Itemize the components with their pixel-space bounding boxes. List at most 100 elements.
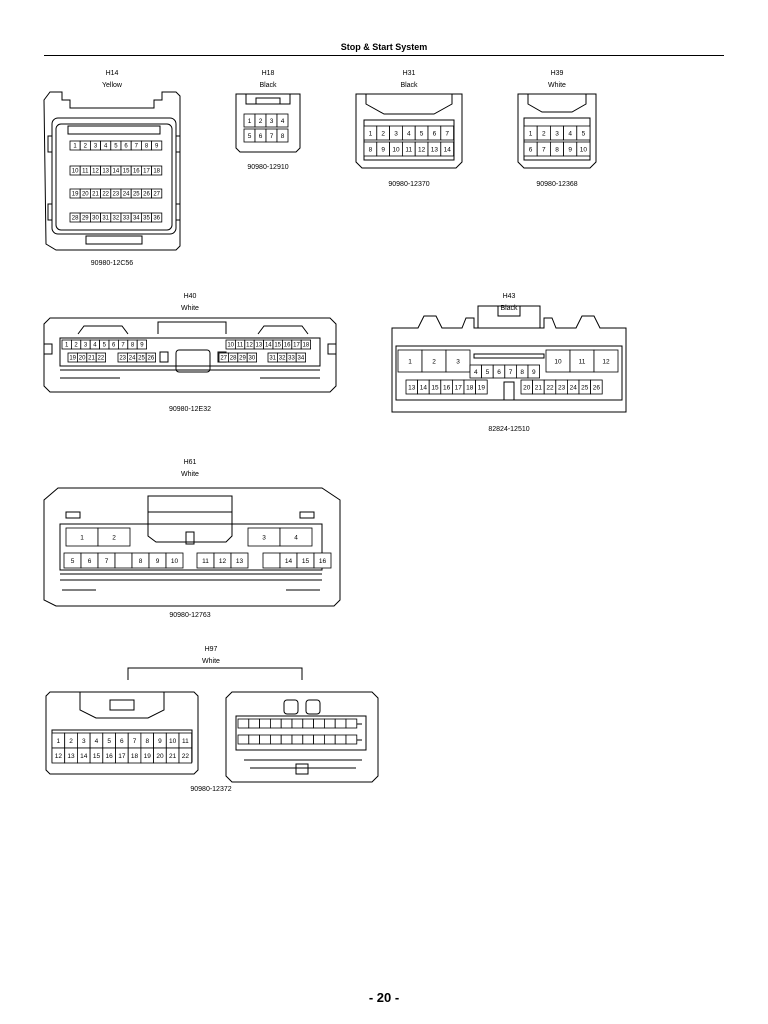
h97-pin-label: 2 — [69, 738, 73, 745]
connector-h43-color: Black — [500, 305, 518, 312]
h40-pin-label: 7 — [121, 343, 125, 349]
h40-pin-label: 10 — [227, 343, 234, 349]
h31-pin-label: 1 — [369, 130, 373, 137]
h14-pin-label: 25 — [133, 192, 140, 198]
h40-pin-cell — [95, 352, 106, 363]
h61-pin-label: 4 — [294, 534, 298, 541]
h14-pin-cell — [151, 140, 163, 151]
h14-pin-label: 21 — [92, 192, 99, 198]
h40-pin-label: 30 — [249, 356, 256, 362]
h31-pin-label: 2 — [381, 130, 385, 137]
h14-pin-label: 10 — [72, 169, 79, 175]
h18-pin-label: 4 — [281, 118, 285, 125]
h43-pin-label: 10 — [554, 358, 562, 365]
h61-pin-cell — [230, 552, 249, 569]
h97-rear-cavity-cell — [269, 718, 282, 729]
h40-pin-label: 16 — [284, 343, 291, 349]
connector-h31-part: 90980-12370 — [388, 181, 430, 188]
h43-pin-label: 25 — [581, 384, 589, 391]
h43-pin-cell — [445, 349, 471, 373]
h40-pin-label: 13 — [256, 343, 263, 349]
h43-pin-label: 20 — [523, 384, 531, 391]
h39-pin-label: 1 — [529, 130, 533, 137]
h39-pin-cell — [576, 141, 591, 157]
h14-pin-cell — [151, 165, 163, 176]
h31-pin-label: 8 — [369, 146, 373, 153]
h97-rear-cavity-cell — [237, 734, 250, 745]
h31-pin-label: 10 — [392, 146, 400, 153]
h97-pin-label: 18 — [131, 753, 139, 760]
h43-pin-label: 26 — [593, 384, 601, 391]
connector-h43-part: 82824-12510 — [488, 426, 530, 433]
page-number: - 20 - — [368, 990, 400, 1005]
h31-pin-cell — [440, 141, 454, 157]
h97-rear-cavity-cell — [313, 718, 325, 729]
h43-pin-label: 17 — [455, 384, 463, 391]
h43-pin-label: 22 — [546, 384, 554, 391]
h39-pin-label: 10 — [580, 146, 588, 153]
h40-pin-label: 24 — [129, 356, 136, 362]
h97-rear-cavity-cell — [269, 734, 282, 745]
h18-pin-cell — [276, 128, 289, 143]
h40-pin-label: 21 — [88, 356, 95, 362]
h39-pin-label: 9 — [568, 146, 572, 153]
h40-pin-label: 1 — [65, 343, 69, 349]
connector-h40-part: 90980-12E32 — [168, 406, 212, 413]
h40-pin-cell — [295, 352, 307, 363]
h97-rear-cavity-cell — [345, 734, 358, 745]
h14-pin-label: 8 — [145, 144, 149, 150]
h61-pin-cell — [165, 552, 184, 569]
h97-rear-cavity-cell — [237, 718, 250, 729]
h97-pin-cell — [178, 747, 193, 764]
h40-pin-label: 11 — [237, 343, 244, 349]
h97-pin-label: 21 — [169, 753, 177, 760]
h14-pin-label: 14 — [113, 169, 120, 175]
h18-pin-label: 6 — [259, 133, 263, 140]
h43-pin-label: 15 — [431, 384, 439, 391]
h18-pin-label: 5 — [248, 133, 252, 140]
h97-rear-cavity-cell — [280, 718, 293, 729]
h31-pin-label: 13 — [431, 146, 439, 153]
h97-rear-cavity-cell — [291, 718, 304, 729]
h18-pin-label: 2 — [259, 118, 263, 125]
h40-pin-label: 18 — [303, 343, 310, 349]
h14-pin-label: 13 — [102, 169, 109, 175]
h40-pin-label: 23 — [119, 356, 126, 362]
h97-pin-label: 1 — [57, 738, 61, 745]
h97-pin-label: 10 — [169, 738, 177, 745]
h97-pin-label: 6 — [120, 738, 124, 745]
h97-rear-cavity-cell — [302, 734, 314, 745]
h61-pin-label: 14 — [285, 558, 293, 565]
h61-pin-label: 9 — [156, 558, 160, 565]
h40-pin-label: 17 — [293, 343, 300, 349]
h61-pin-label: 15 — [302, 558, 310, 565]
h39-pin-label: 8 — [555, 146, 559, 153]
h31-pin-label: 9 — [381, 146, 385, 153]
h14-pin-label: 1 — [73, 144, 77, 150]
h43-pin-label: 9 — [532, 369, 536, 376]
h97-pin-label: 15 — [93, 753, 101, 760]
h14-pin-label: 15 — [123, 169, 130, 175]
connector-h18-color: Black — [259, 82, 277, 89]
h14-pin-label: 4 — [104, 144, 108, 150]
h40-pin-label: 28 — [230, 356, 237, 362]
connector-h61-color: White — [181, 471, 199, 478]
h39-pin-label: 4 — [568, 130, 572, 137]
h14-pin-label: 5 — [114, 144, 118, 150]
h97-rear-cavity-cell — [248, 718, 261, 729]
h39-pin-label: 5 — [582, 130, 586, 137]
h31-pin-label: 11 — [405, 146, 412, 153]
h14-pin-label: 18 — [153, 169, 160, 175]
h40-pin-label: 4 — [93, 343, 97, 349]
h39-pin-label: 6 — [529, 146, 533, 153]
h61-pin-label: 6 — [88, 558, 92, 565]
h43-pin-cell — [527, 364, 541, 379]
h40-pin-label: 31 — [269, 356, 276, 362]
connector-h14-part: 90980-12C56 — [90, 260, 134, 267]
h14-pin-label: 35 — [143, 216, 150, 222]
h14-pin-label: 33 — [123, 216, 130, 222]
h61-pin-label: 3 — [262, 534, 266, 541]
h40-pin-label: 29 — [239, 356, 246, 362]
h61-pin-label: 16 — [319, 558, 327, 565]
h40-pin-label: 22 — [98, 356, 105, 362]
